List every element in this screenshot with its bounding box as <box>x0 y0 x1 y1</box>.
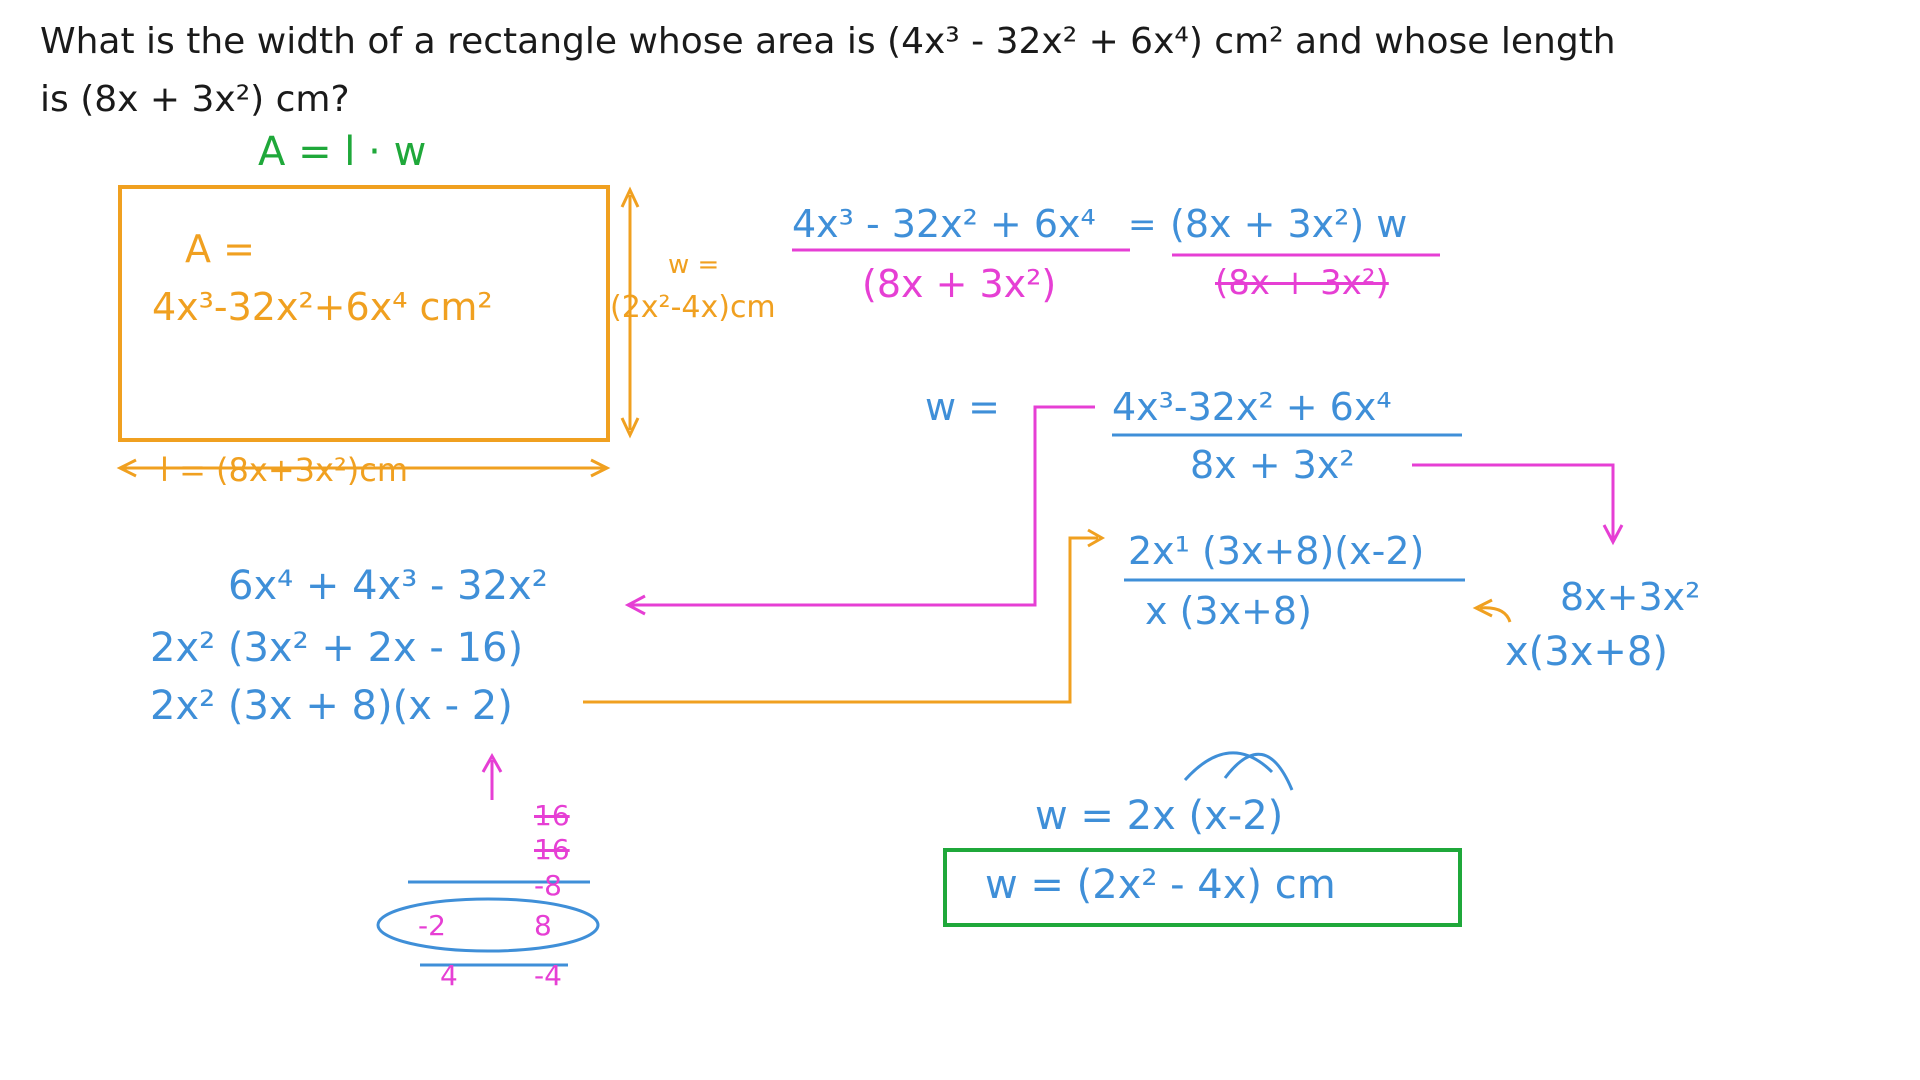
equation-rhs-denominator: (8x + 3x²) <box>1215 263 1389 303</box>
w-fraction-denominator: 8x + 3x² <box>1190 443 1355 487</box>
connector-denominator-arrowhead <box>1602 524 1624 546</box>
factor-row: 16 <box>534 833 570 866</box>
factor-row: 4-4 <box>440 959 562 992</box>
connector-denominator <box>1412 463 1615 540</box>
equation-equals: = <box>1128 205 1157 245</box>
w-fraction-numerator: 4x³-32x² + 6x⁴ <box>1112 385 1392 429</box>
width-label: w = <box>668 250 720 280</box>
distribute-arc-2 <box>1223 752 1294 791</box>
small-curved-arrowhead <box>1472 598 1493 618</box>
width-expression: (2x²-4x)cm <box>610 290 776 325</box>
equation-rhs-numerator: (8x + 3x²) w <box>1170 202 1408 246</box>
length-arrowheads <box>116 458 611 478</box>
result-final-answer: w = (2x² - 4x) cm <box>985 862 1336 908</box>
question-line-2: is (8x + 3x²) cm? <box>40 79 350 120</box>
distribute-arc-1 <box>1183 751 1274 782</box>
area-expression: 4x³-32x²+6x⁴ cm² <box>152 285 493 329</box>
connector-numerator <box>630 405 1095 607</box>
factor-step-2: 2x² (3x² + 2x - 16) <box>150 625 524 671</box>
connector-factored <box>583 536 1098 704</box>
width-arrowheads <box>620 186 640 439</box>
length-label: l = (8x+3x²)cm <box>160 451 409 489</box>
denominator-step-2: x(3x+8) <box>1505 629 1668 675</box>
area-formula: A = l · w <box>258 129 427 175</box>
connector-factored-arrowhead <box>1087 528 1106 548</box>
equation-lhs-numerator: 4x³ - 32x² + 6x⁴ <box>792 202 1096 246</box>
factor-step-1: 6x⁴ + 4x³ - 32x² <box>228 563 548 609</box>
connector-numerator-arrowhead <box>624 594 646 616</box>
simplified-denominator: x (3x+8) <box>1145 589 1312 633</box>
factor-row: -8 <box>534 869 562 902</box>
factor-pair-circle <box>376 897 600 953</box>
factor-table-arrowhead <box>481 752 503 773</box>
result-factored: w = 2x (x-2) <box>1035 793 1284 839</box>
question-line-1: What is the width of a rectangle whose a… <box>40 21 1616 62</box>
answer-box <box>943 848 1462 927</box>
rectangle-shape <box>118 185 610 442</box>
equation-lhs-denominator: (8x + 3x²) <box>862 262 1057 306</box>
w-fraction-label: w = <box>925 385 1000 429</box>
factor-row: 16 <box>534 799 570 832</box>
small-curved-arrow <box>1479 606 1512 623</box>
factor-step-3: 2x² (3x + 8)(x - 2) <box>150 683 513 729</box>
area-label: A = <box>185 227 255 271</box>
simplified-numerator: 2x¹ (3x+8)(x-2) <box>1128 529 1425 573</box>
denominator-step-1: 8x+3x² <box>1560 575 1701 619</box>
